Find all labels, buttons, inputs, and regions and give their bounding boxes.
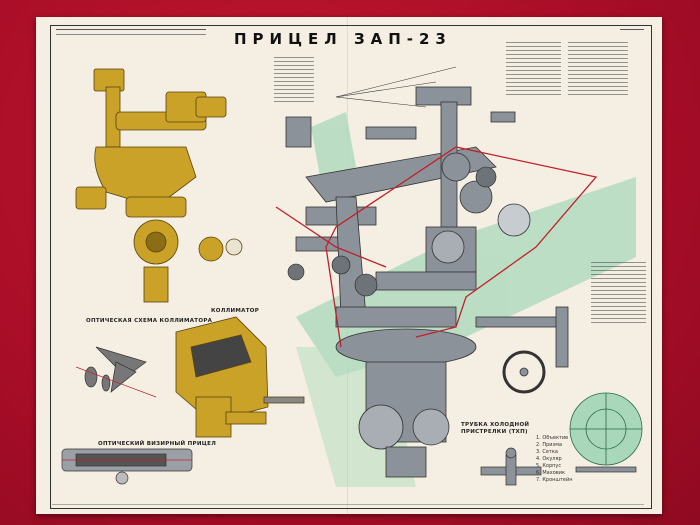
- caption-optical-sight: ОПТИЧЕСКИЙ ВИЗИРНЫЙ ПРИЦЕЛ: [98, 441, 217, 447]
- legend-item: 1. Объектив: [536, 435, 569, 441]
- legend-item: 2. Призма: [536, 442, 563, 448]
- legend-block-mid-right: [591, 262, 646, 326]
- reticle-circle: [569, 392, 643, 466]
- aim-lines: [335, 66, 457, 108]
- legend-item: 5. Корпус: [536, 463, 562, 469]
- poster-frame: [50, 25, 652, 509]
- poster-title: ПРИЦЕЛ ЗАП-23: [234, 30, 452, 48]
- legend-item: 7. Кронштейн: [536, 477, 573, 483]
- poster-footer: [52, 504, 644, 508]
- cold-sighting-tube-drawing: [480, 447, 637, 486]
- legend-item: 4. Окуляр: [536, 456, 562, 462]
- gold-sight-mechanism: [75, 68, 243, 303]
- legend-cold-tube: 1. Объектив 2. Призма 3. Сетка 4. Окуляр…: [536, 435, 573, 484]
- legend-item: 6. Маховик: [536, 470, 565, 476]
- gears: [287, 166, 497, 297]
- optical-scheme-collimator: [75, 346, 157, 398]
- diagram-illustration: [61, 66, 643, 487]
- caption-collimator: КОЛЛИМАТОР: [211, 308, 260, 314]
- collimator-drawing: [175, 316, 305, 438]
- poster: ПРИЦЕЛ ЗАП-23: [36, 17, 662, 514]
- legend-block-top-right-1: [506, 42, 561, 98]
- legend-block-top-right-2: [568, 42, 628, 98]
- legend-item: 3. Сетка: [536, 449, 558, 455]
- optical-sight-tube: [61, 448, 193, 485]
- header-small-text: [56, 29, 206, 35]
- red-kinematic-line: [275, 146, 598, 348]
- caption-optical-scheme: ОПТИЧЕСКАЯ СХЕМА КОЛЛИМАТОРА: [86, 318, 213, 324]
- header-code: [620, 29, 644, 34]
- legend-block-top-center: [274, 57, 314, 105]
- gray-sight-mechanism: [285, 86, 569, 478]
- caption-cold-tube: ТРУБКА ХОЛОДНОЙ ПРИСТРЕЛКИ (ТХП): [461, 422, 530, 435]
